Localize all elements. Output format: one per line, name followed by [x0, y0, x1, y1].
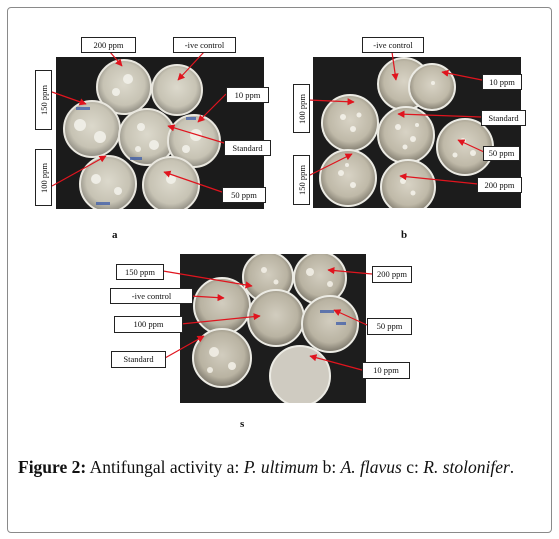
panel-b-label-150ppm-text: 150 ppm — [296, 165, 307, 195]
panel-c-label-control: -ive control — [110, 288, 193, 304]
caption-organism-2: A. flavus — [340, 457, 402, 477]
panel-a-label-control: -ive control — [173, 37, 236, 53]
panel-c-letter: s — [240, 418, 245, 430]
panel-a-label-100ppm: 100 ppm — [35, 149, 52, 206]
caption-figure-number: Figure 2: — [18, 457, 87, 477]
panel-b-label-100ppm: 100 ppm — [293, 84, 310, 133]
panel-c-label-200ppm: 200 ppm — [372, 266, 412, 283]
caption-organism-1: P. ultimum — [243, 457, 319, 477]
panel-b-label-standard: Standard — [481, 110, 526, 126]
panel-b-label-150ppm: 150 ppm — [293, 155, 310, 205]
panel-c-label-50ppm: 50 ppm — [367, 318, 412, 335]
caption-text-1: Antifungal activity a: — [86, 457, 244, 477]
caption-text-3: c: — [401, 457, 424, 477]
panel-b-label-200ppm: 200 ppm — [477, 177, 522, 193]
caption-organism-3: R. stolonifer — [423, 457, 510, 477]
panel-a-label-150ppm: 150 ppm — [35, 70, 52, 130]
panel-b-label-50ppm: 50 ppm — [483, 146, 520, 161]
caption-end: . — [509, 457, 515, 477]
panel-a-label-10ppm: 10 ppm — [226, 87, 269, 103]
panel-b-label-control: -ive control — [362, 37, 424, 53]
panel-b-letter: b — [401, 229, 408, 241]
panel-b-label-10ppm: 10 ppm — [482, 74, 522, 90]
panel-a-label-standard: Standard — [224, 140, 271, 156]
figure-caption: Figure 2: Antifungal activity a: P. ulti… — [18, 455, 543, 479]
panel-c-label-standard: Standard — [111, 351, 166, 368]
panel-b-label-100ppm-text: 100 ppm — [296, 93, 307, 124]
panel-c-label-10ppm: 10 ppm — [362, 362, 410, 379]
caption-text-2: b: — [318, 457, 341, 477]
panel-c-label-100ppm: 100 ppm — [114, 316, 183, 333]
panel-a-label-50ppm: 50 ppm — [222, 187, 266, 203]
panel-a-label-100ppm-text: 100 ppm — [38, 162, 49, 193]
panel-a-label-200ppm: 200 ppm — [81, 37, 136, 53]
panel-a-label-150ppm-text: 150 ppm — [38, 85, 49, 115]
panel-c-label-150ppm: 150 ppm — [116, 264, 164, 280]
panel-a-letter: a — [112, 229, 118, 241]
panel-c-photo — [180, 254, 366, 403]
